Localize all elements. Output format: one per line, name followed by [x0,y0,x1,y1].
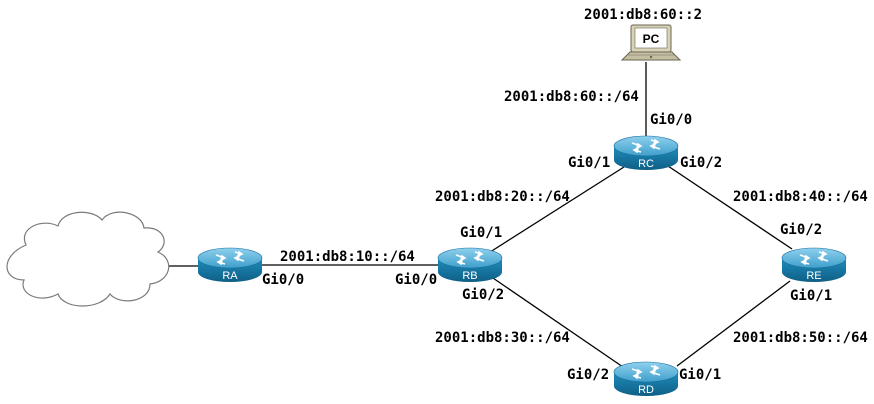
router-rb[interactable]: RB [437,247,503,283]
ra-gi0-0-label: Gi0/0 [262,272,304,288]
link-rb-rc [486,166,625,255]
link-rb-rd [489,275,624,368]
network-rb-rc: 2001:db8:20::/64 [435,189,570,205]
pc-address: 2001:db8:60::2 [584,7,702,23]
network-ra-rb: 2001:db8:10::/64 [280,249,415,265]
rd-gi0-1-label: Gi0/1 [679,367,721,383]
rc-gi0-2-label: Gi0/2 [680,155,722,171]
router-ra[interactable]: RA [197,247,263,283]
re-gi0-1-label: Gi0/1 [790,288,832,304]
re-gi0-2-label: Gi0/2 [780,222,822,238]
router-rd-name: RD [638,384,654,396]
router-ra-name: RA [222,270,238,282]
cloud-icon [6,211,170,307]
router-rc[interactable]: RC [613,135,679,171]
network-rc-re: 2001:db8:40::/64 [733,189,868,205]
link-rd-re [676,280,791,367]
router-re[interactable]: RE [781,247,847,283]
rc-gi0-1-label: Gi0/1 [568,155,610,171]
network-rb-rd: 2001:db8:30::/64 [435,330,570,346]
link-rc-re [667,165,793,250]
router-rb-name: RB [462,270,477,282]
rb-gi0-2-label: Gi0/2 [462,287,504,303]
network-rc-pc: 2001:db8:60::/64 [504,89,639,105]
rb-gi0-1-label: Gi0/1 [460,225,502,241]
router-re-name: RE [806,270,821,282]
network-rd-re: 2001:db8:50::/64 [733,330,868,346]
pc-name: PC [643,32,660,46]
router-rc-name: RC [638,158,654,170]
laptop-icon[interactable]: PC [620,24,682,61]
rc-gi0-0-label: Gi0/0 [650,112,692,128]
rd-gi0-2-label: Gi0/2 [567,367,609,383]
rb-gi0-0-label: Gi0/0 [395,272,437,288]
router-rd[interactable]: RD [613,361,679,397]
